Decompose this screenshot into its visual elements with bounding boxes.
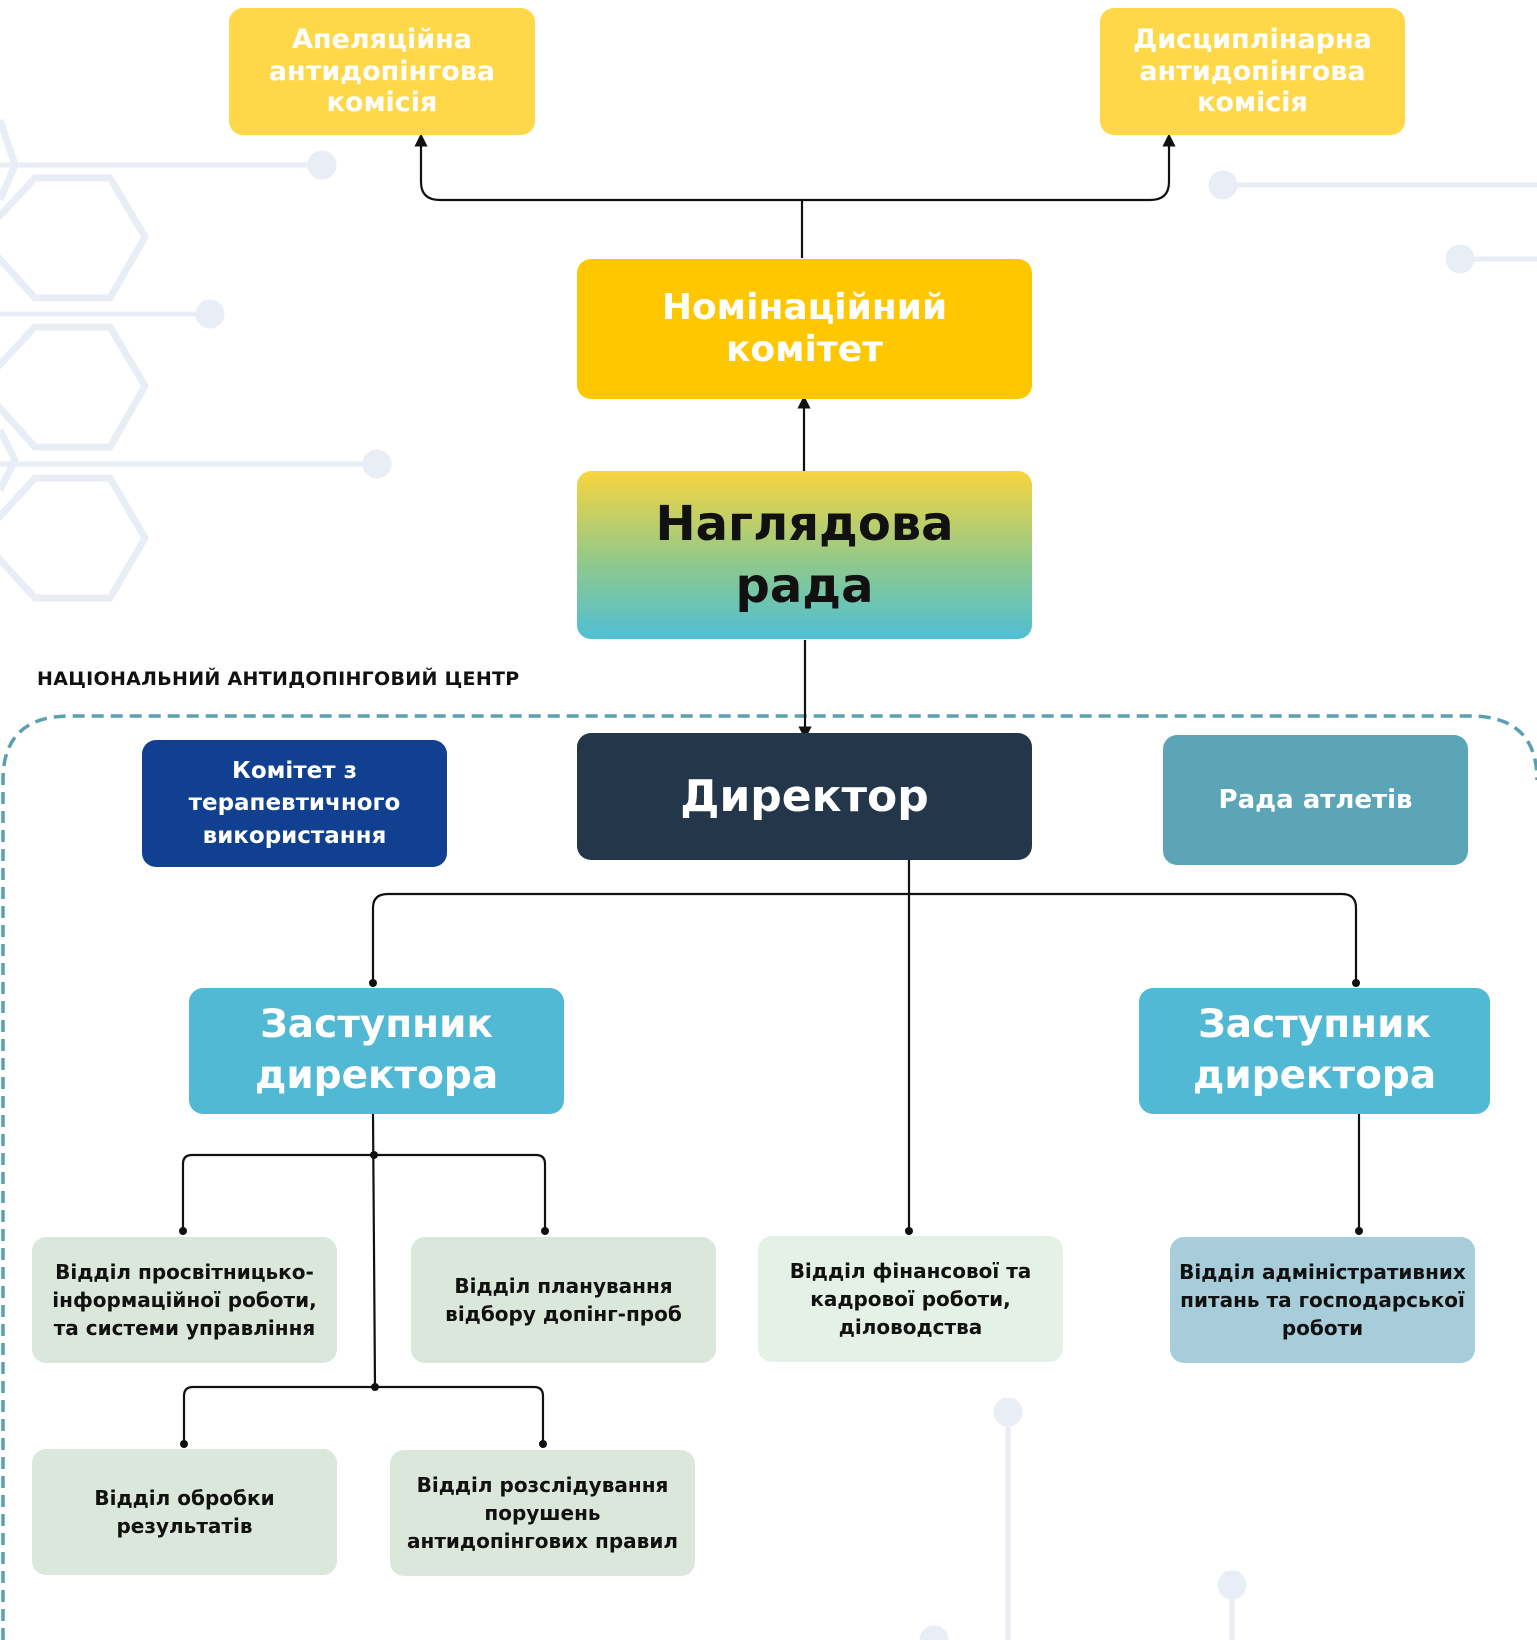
node-dept-planning: Відділ планування відбору допінг-проб <box>411 1237 716 1363</box>
node-label: Відділ просвітницько- інформаційної робо… <box>52 1260 317 1340</box>
node-label: Номінаційний комітет <box>661 286 948 370</box>
node-label: Відділ планування відбору допінг-проб <box>445 1274 682 1326</box>
node-label: Апеляційна антидопінгова комісія <box>268 23 496 119</box>
connector-deputy-left-trunk <box>371 1113 377 1388</box>
center-border <box>1 714 1537 1640</box>
node-label: Відділ фінансової та кадрової роботи, ді… <box>789 1259 1032 1339</box>
node-dept-investigation: Відділ розслідування порушень антидопінг… <box>390 1450 695 1576</box>
node-athletes-council: Рада атлетів <box>1163 735 1468 865</box>
node-dept-finance: Відділ фінансової та кадрової роботи, ді… <box>758 1236 1063 1362</box>
hexagon-shape <box>0 323 150 451</box>
node-label: Наглядова рада <box>655 495 954 614</box>
node-director: Директор <box>577 733 1032 860</box>
connector-deputy-left-row1 <box>181 1153 547 1231</box>
node-therapeutic-committee: Комітет з терапевтичного використання <box>142 740 447 867</box>
hexagon-shape <box>0 474 150 602</box>
node-nomination-committee: Номінаційний комітет <box>577 259 1032 399</box>
node-disciplinary-commission: Дисциплінарна антидопінгова комісія <box>1100 8 1405 135</box>
node-label: Відділ обробки результатів <box>94 1486 275 1538</box>
connector-nomination-to-commissions <box>414 133 1176 202</box>
node-label: Директор <box>680 770 929 822</box>
node-label: Заступник директора <box>1192 1002 1437 1098</box>
node-deputy-director-left: Заступник директора <box>189 988 564 1114</box>
node-label: Рада атлетів <box>1218 784 1413 815</box>
node-label: Комітет з терапевтичного використання <box>188 758 401 849</box>
hexagon-shape <box>0 174 150 302</box>
node-deputy-director-right: Заступник директора <box>1139 988 1490 1114</box>
node-dept-results: Відділ обробки результатів <box>32 1449 337 1575</box>
node-label: Відділ адміністративних питань та господ… <box>1179 1260 1466 1340</box>
node-dept-admin: Відділ адміністративних питань та господ… <box>1170 1237 1475 1363</box>
node-label: Заступник директора <box>254 1002 499 1098</box>
node-appeal-commission: Апеляційна антидопінгова комісія <box>229 8 535 135</box>
node-label: Відділ розслідування порушень антидопінг… <box>407 1473 678 1553</box>
node-supervisory-board: Наглядова рада <box>577 471 1032 639</box>
connector-director-branch <box>371 892 1358 983</box>
section-label: НАЦІОНАЛЬНИЙ АНТИДОПІНГОВИЙ ЦЕНТР <box>37 668 520 690</box>
node-label: Дисциплінарна антидопінгова комісія <box>1133 23 1372 119</box>
node-dept-education: Відділ просвітницько- інформаційної робо… <box>32 1237 337 1363</box>
connector-deputy-left-row2 <box>182 1385 545 1444</box>
